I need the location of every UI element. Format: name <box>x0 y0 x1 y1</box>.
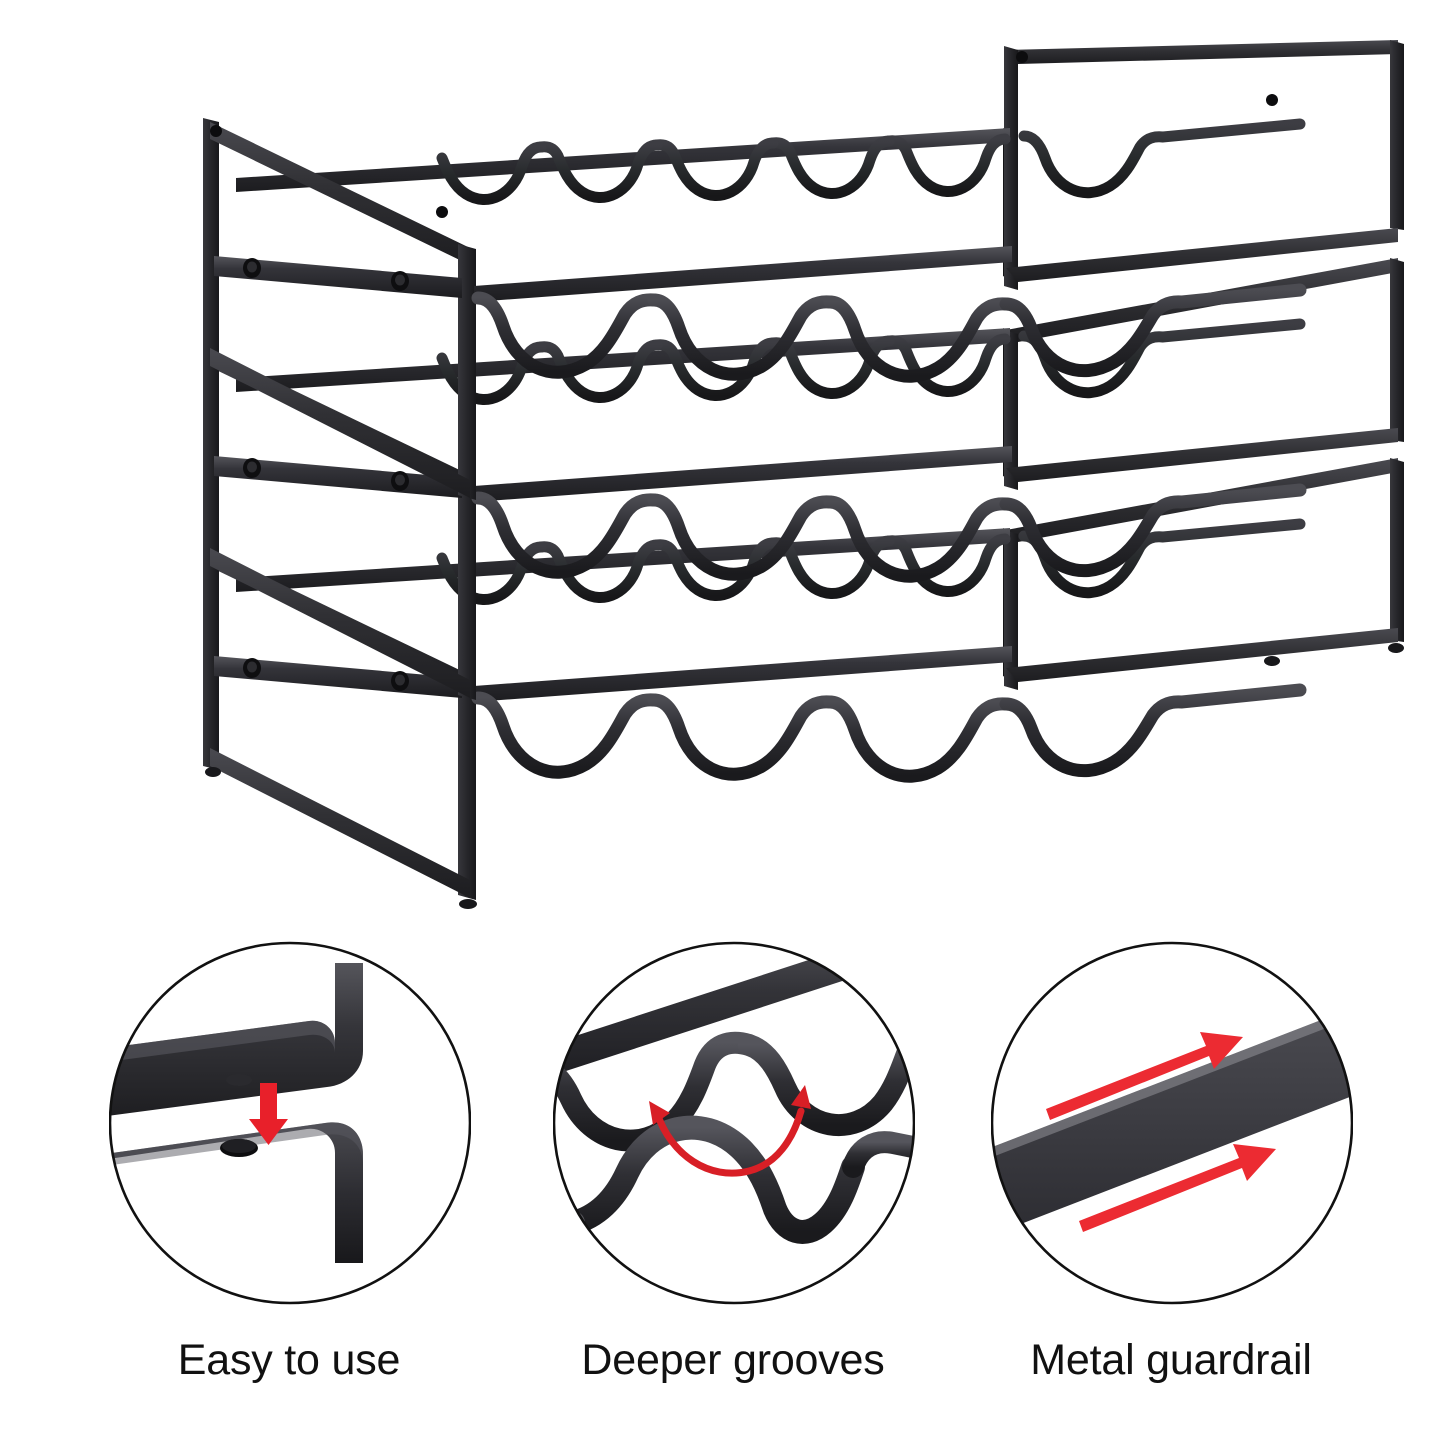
feature-circle-metal-guardrail <box>991 933 1353 1313</box>
feature-caption-metal-guardrail: Metal guardrail <box>1030 1336 1312 1384</box>
arrow-right-lower-icon <box>1079 1144 1276 1232</box>
screw-head <box>391 671 409 691</box>
feature-circle-deeper-grooves <box>553 933 915 1313</box>
screw-head <box>391 471 409 491</box>
groove-detail-illustration <box>553 941 915 1305</box>
feature-caption-easy-to-use: Easy to use <box>177 1336 401 1384</box>
screw-head <box>391 271 409 291</box>
feature-metal-guardrail: Metal guardrail <box>971 930 1371 1445</box>
wine-rack-illustration <box>203 40 1404 909</box>
rack-tier-bottom <box>203 458 1404 909</box>
screw-head <box>243 258 261 278</box>
arrow-right-upper-icon <box>1046 1032 1243 1120</box>
feature-deeper-grooves: Deeper grooves <box>533 930 933 1445</box>
guardrail-detail-illustration <box>991 941 1353 1305</box>
rack-tier-top <box>203 40 1404 500</box>
feature-circle-easy-to-use <box>109 933 471 1313</box>
down-arrow-icon <box>249 1083 288 1145</box>
stacking-peg-detail-illustration <box>109 941 471 1305</box>
curved-arrow-icon <box>649 1085 811 1177</box>
feature-caption-deeper-grooves: Deeper grooves <box>581 1336 885 1384</box>
feature-easy-to-use: Easy to use <box>89 930 489 1445</box>
screw-head <box>243 658 261 678</box>
screw-head <box>243 458 261 478</box>
feature-callout-row: Easy to use <box>0 930 1445 1445</box>
product-hero-image <box>203 40 1404 909</box>
